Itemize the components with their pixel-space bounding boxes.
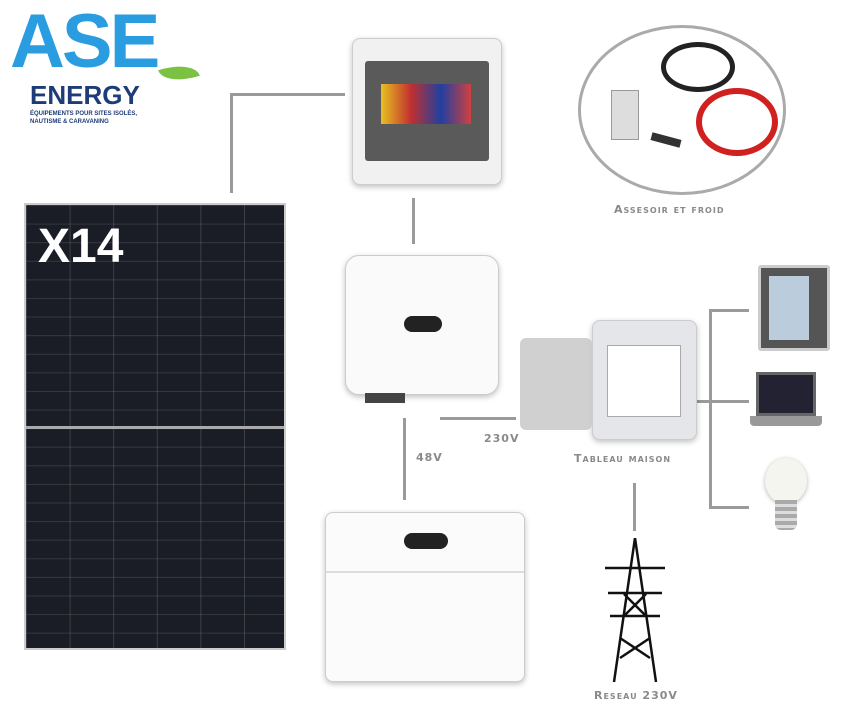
logo-sub: ENERGY: [30, 80, 140, 110]
connector-line: [709, 400, 749, 403]
panel-door: [520, 338, 592, 430]
connector-line: [709, 309, 712, 509]
connector-line: [709, 506, 749, 509]
panel-count: X14: [38, 220, 124, 273]
ase-energy-logo: ASE ENERGY ÉQUIPEMENTS POUR SITES ISOLÉS…: [8, 0, 208, 126]
ac-voltage-label: 230V: [484, 432, 520, 445]
dc-combiner-box: [352, 38, 502, 185]
red-cable: [696, 88, 778, 156]
logo-brand: ASE: [10, 0, 160, 84]
connector-line: [440, 417, 516, 420]
dc-voltage-label: 48V: [416, 451, 443, 464]
fridge-icon: [758, 265, 830, 351]
connector-line: [412, 198, 415, 244]
battery: [325, 512, 525, 682]
connector-line: [633, 483, 636, 531]
connector-line: [403, 418, 406, 500]
connector-line: [697, 400, 710, 403]
power-pylon-icon: [605, 538, 665, 683]
grid-label: Reseau 230V: [594, 689, 678, 702]
mc4-connectors: [650, 132, 682, 148]
energy-meter: [611, 90, 639, 140]
laptop-icon: [756, 372, 816, 416]
house-distribution-panel: [592, 320, 697, 440]
accessories-label: Assesoir et froid: [614, 203, 725, 216]
accessories-circle: [578, 25, 786, 195]
leaf-icon: [158, 58, 200, 88]
connector-line: [230, 93, 233, 193]
inverter: [345, 255, 499, 395]
house-panel-label: Tableau maison: [574, 452, 672, 465]
connector-line: [709, 309, 749, 312]
logo-tagline: ÉQUIPEMENTS POUR SITES ISOLÉS, NAUTISME …: [30, 111, 138, 125]
solar-panel: X14: [24, 203, 286, 650]
connector-line: [230, 93, 345, 96]
light-bulb-icon: [765, 458, 807, 504]
black-cable: [661, 42, 735, 92]
